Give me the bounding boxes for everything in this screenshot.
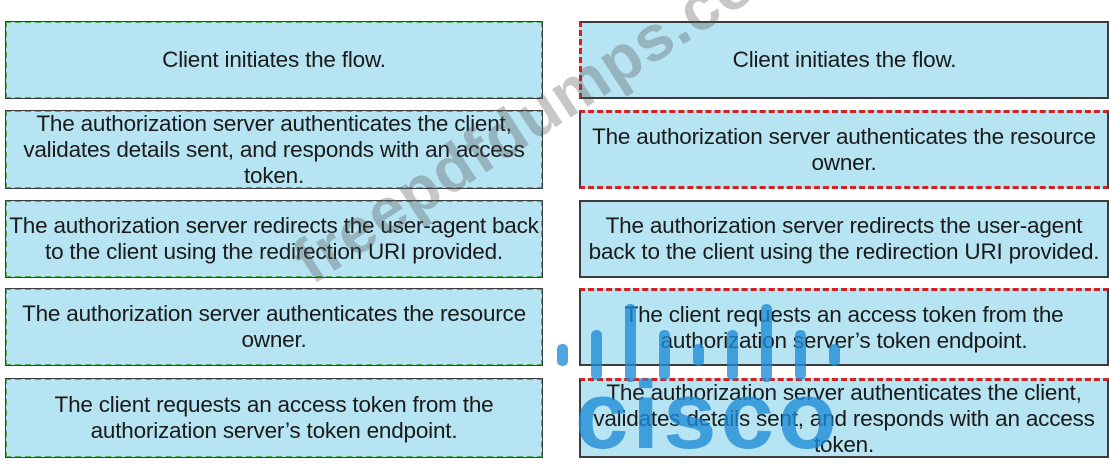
slot-text: The authorization server redirects the u… (588, 213, 1100, 264)
answer-slot-4[interactable]: The client requests an access token from… (579, 288, 1109, 366)
slot-text: Client initiates the flow. (732, 47, 957, 72)
answer-slot-3[interactable]: The authorization server redirects the u… (579, 200, 1109, 278)
slot-text: The client requests an access token from… (624, 301, 1064, 353)
draggable-step-3[interactable]: The authorization server redirects the u… (5, 200, 543, 278)
step-text: The authorization server authenticates t… (23, 110, 525, 188)
draggable-step-4[interactable]: The authorization server authenticates t… (5, 288, 543, 366)
step-text: The client requests an access token from… (54, 392, 494, 443)
step-text: The authorization server redirects the u… (9, 213, 539, 264)
slot-text: The authorization server authenticates t… (592, 123, 1096, 175)
draggable-step-1[interactable]: Client initiates the flow. (5, 21, 543, 99)
draggable-step-2[interactable]: The authorization server authenticates t… (5, 110, 543, 189)
draggable-step-5[interactable]: The client requests an access token from… (5, 378, 543, 458)
slot-text: The authorization server authenticates t… (593, 379, 1095, 457)
step-text: Client initiates the flow. (162, 47, 386, 72)
step-text: The authorization server authenticates t… (22, 301, 526, 352)
answer-slot-2[interactable]: The authorization server authenticates t… (579, 110, 1109, 189)
answer-slot-1[interactable]: Client initiates the flow. (579, 21, 1109, 99)
answer-slot-5[interactable]: The authorization server authenticates t… (579, 378, 1109, 458)
